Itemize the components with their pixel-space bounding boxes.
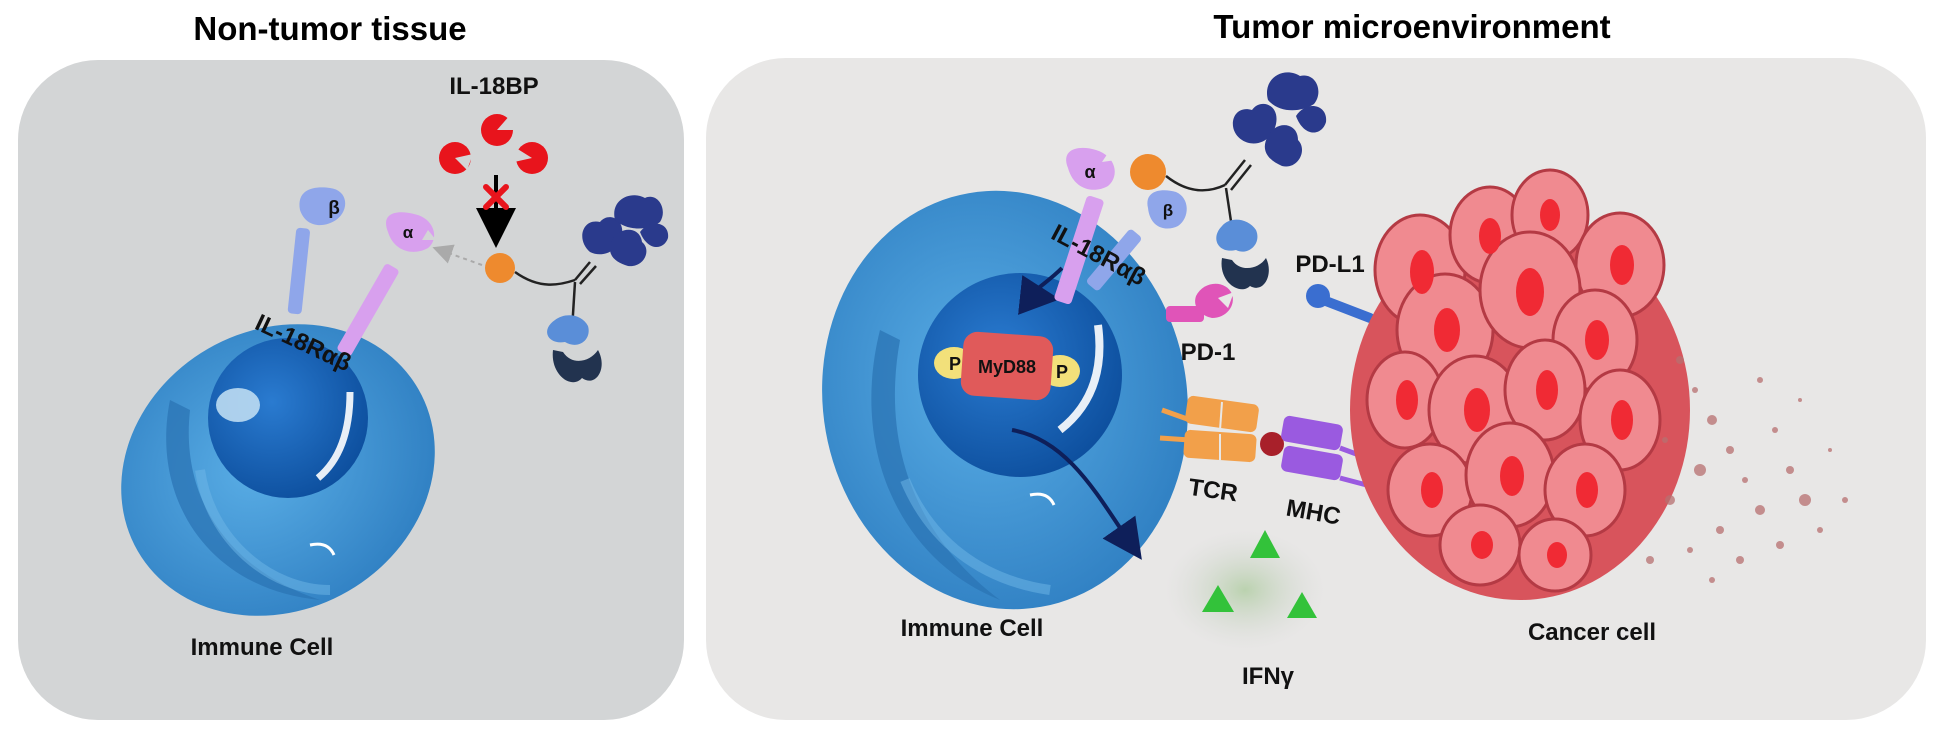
left-antibody: [514, 195, 669, 383]
il18bp-molecules: [439, 114, 548, 174]
right-alpha-receptor: α: [1054, 147, 1116, 305]
ifn-cloud: [1165, 530, 1325, 650]
right-beta-receptor: β: [1087, 190, 1187, 291]
phospho-left-label: P: [949, 354, 961, 374]
cancer-debris: [1646, 356, 1848, 583]
right-alpha-label: α: [1084, 162, 1095, 182]
right-immune-cell: [822, 190, 1188, 610]
tcr-receptor: [1159, 395, 1259, 463]
ifn-label: IFNγ: [1242, 663, 1295, 690]
il18-ligand: [485, 253, 515, 283]
left-alpha-receptor: α: [337, 212, 436, 356]
left-panel-title: Non-tumor tissue: [193, 10, 466, 47]
phospho-right-label: P: [1056, 362, 1068, 382]
myd88-complex: P P MyD88: [934, 331, 1080, 401]
right-il18-ligand: [1130, 154, 1166, 190]
cancer-cell-label: Cancer cell: [1528, 619, 1656, 646]
right-antibody: [1165, 72, 1327, 290]
myd88-box: [960, 331, 1054, 401]
pd1-label: PD-1: [1181, 339, 1236, 366]
left-beta-label: β: [328, 198, 340, 219]
right-panel: P P MyD88 α β IL-18Rαβ: [706, 58, 1926, 720]
ifn-gamma-molecules: [1202, 530, 1317, 618]
pdl1-label: PD-L1: [1295, 251, 1364, 278]
pd1-receptor: [1166, 283, 1234, 322]
block-cross-icon: [483, 184, 509, 210]
left-beta-receptor: β: [287, 187, 346, 315]
left-alpha-label: α: [403, 223, 414, 242]
right-immune-cell-label: Immune Cell: [901, 615, 1044, 642]
signal-arrow-myd88: [1018, 266, 1064, 315]
right-panel-title: Tumor microenvironment: [1213, 8, 1610, 45]
signal-arrow-ifn: [1011, 428, 1142, 560]
left-immune-cell: [121, 324, 435, 616]
antigen-peptide: [1260, 432, 1284, 456]
left-nucleus: [208, 338, 368, 498]
pdl1-ligand: [1306, 284, 1375, 323]
right-beta-label: β: [1163, 201, 1173, 220]
myd88-label: MyD88: [978, 357, 1036, 377]
cancer-cell-cluster: [1350, 168, 1690, 600]
left-panel: β α IL-18Rαβ IL-18BP: [18, 60, 684, 720]
il18bp-label: IL-18BP: [449, 73, 538, 100]
left-immune-cell-label: Immune Cell: [191, 634, 334, 661]
